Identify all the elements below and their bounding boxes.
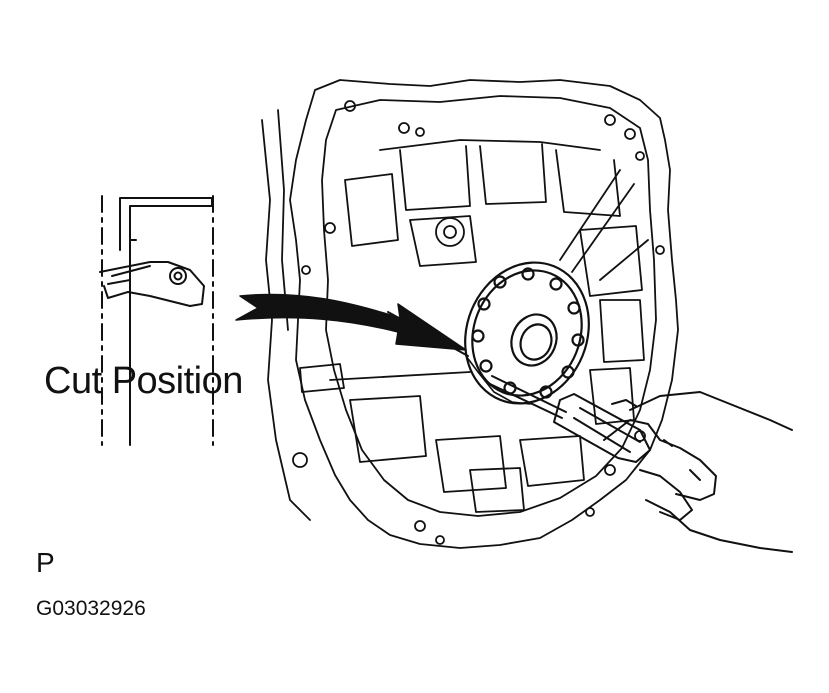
engine-block-illustration xyxy=(261,79,679,549)
oil-seal-icon xyxy=(464,261,590,405)
screwdriver-icon xyxy=(489,375,651,463)
cut-position-leader xyxy=(465,355,531,405)
detail-inset xyxy=(99,195,214,446)
figure-code-label: G03032926 xyxy=(36,597,146,620)
cut-position-label: Cut Position xyxy=(44,360,243,402)
pointer-arrow-icon xyxy=(235,293,469,357)
view-marker-label: P xyxy=(36,547,55,578)
hand-icon xyxy=(603,391,793,553)
